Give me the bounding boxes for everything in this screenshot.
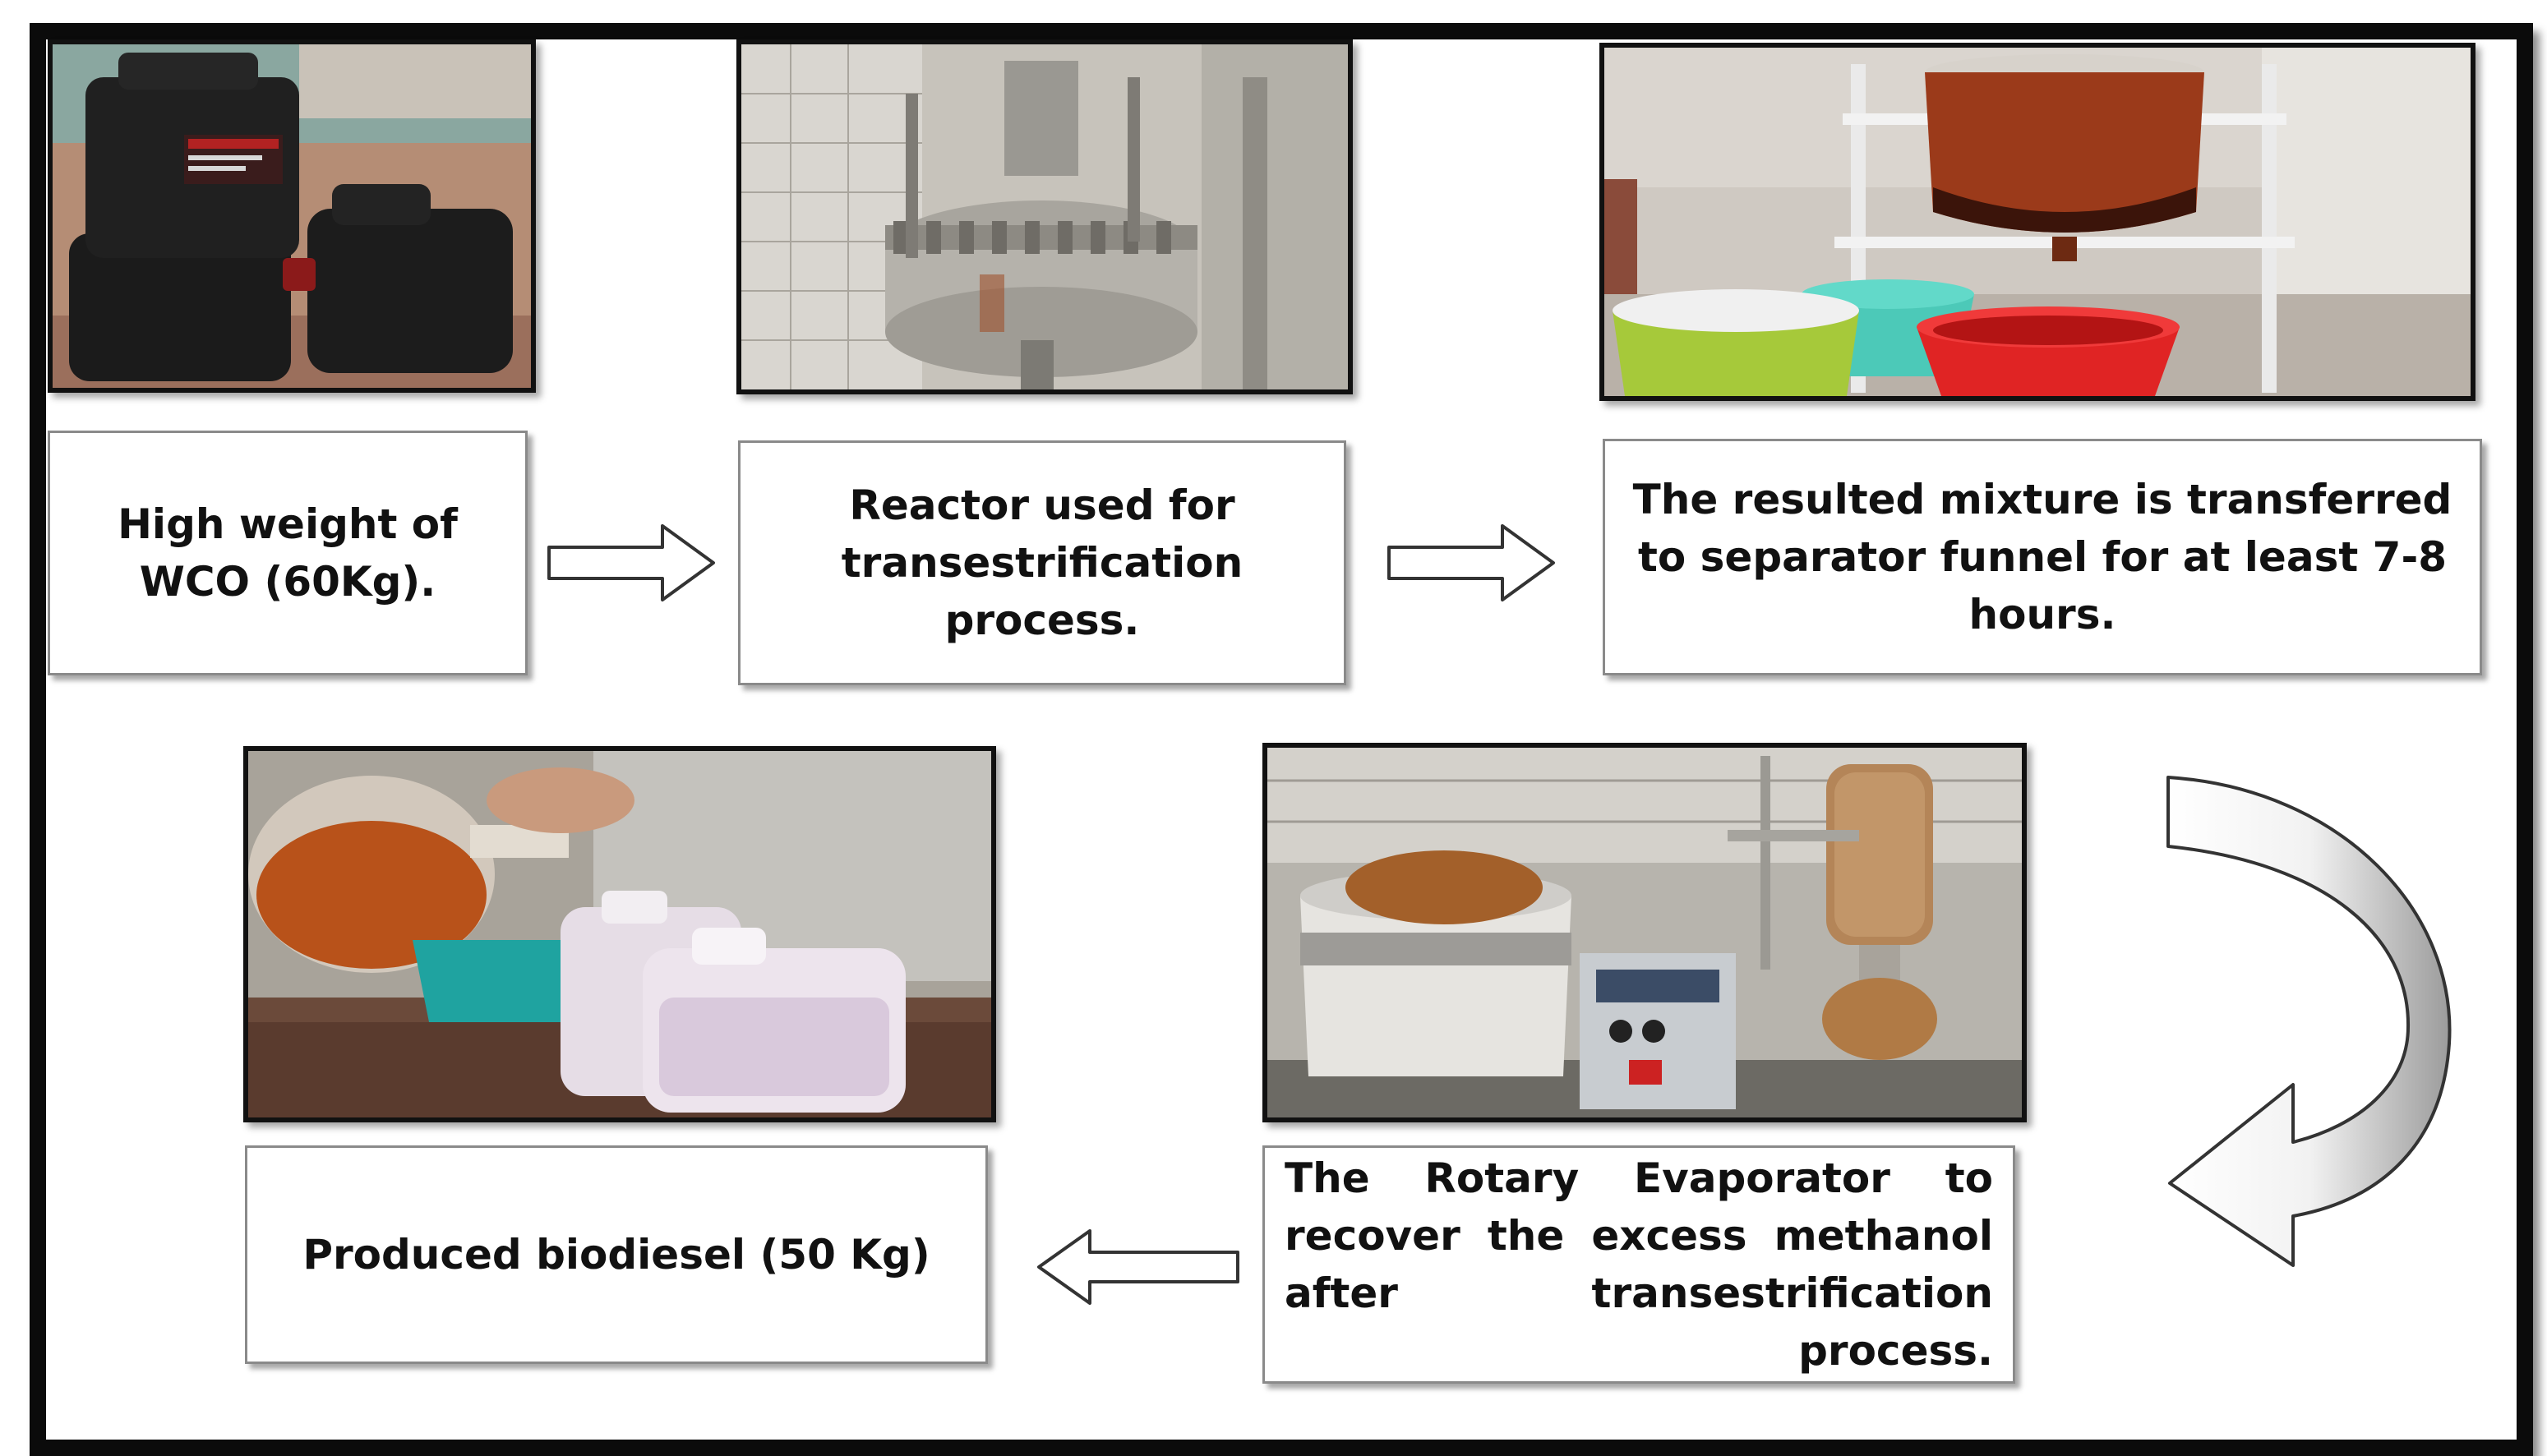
step-text-rotary-evaporator-main: The Rotary Evaporator to recover the exc… xyxy=(1285,1154,1993,1317)
arrow-left xyxy=(1036,1228,1241,1306)
photo-separator-funnel xyxy=(1599,43,2475,401)
photo-wco-containers xyxy=(48,39,536,393)
arrow-right-2 xyxy=(1386,523,1557,603)
step-text-reactor: Reactor used for transestrification proc… xyxy=(841,481,1244,644)
curved-arrow-down xyxy=(2153,772,2466,1298)
photo-rotary-evaporator xyxy=(1262,743,2027,1122)
step-text-wco: High weight of WCO (60Kg). xyxy=(118,500,458,606)
photo-biodiesel-cans xyxy=(243,746,996,1122)
photo-reactor xyxy=(736,39,1353,394)
step-text-rotary-evaporator-last: process. xyxy=(1798,1327,1993,1375)
arrow-right-1 xyxy=(546,523,717,603)
step-box-separator: The resulted mixture is transferred to s… xyxy=(1603,439,2482,675)
step-text-rotary-evaporator: The Rotary Evaporator to recover the exc… xyxy=(1285,1150,1993,1380)
step-box-reactor: Reactor used for transestrification proc… xyxy=(738,440,1346,685)
step-box-biodiesel: Produced biodiesel (50 Kg) xyxy=(245,1145,988,1364)
step-box-rotary-evaporator: The Rotary Evaporator to recover the exc… xyxy=(1262,1145,2015,1384)
step-box-wco: High weight of WCO (60Kg). xyxy=(48,431,528,675)
step-text-biodiesel: Produced biodiesel (50 Kg) xyxy=(302,1231,930,1279)
step-text-separator: The resulted mixture is transferred to s… xyxy=(1632,476,2452,638)
